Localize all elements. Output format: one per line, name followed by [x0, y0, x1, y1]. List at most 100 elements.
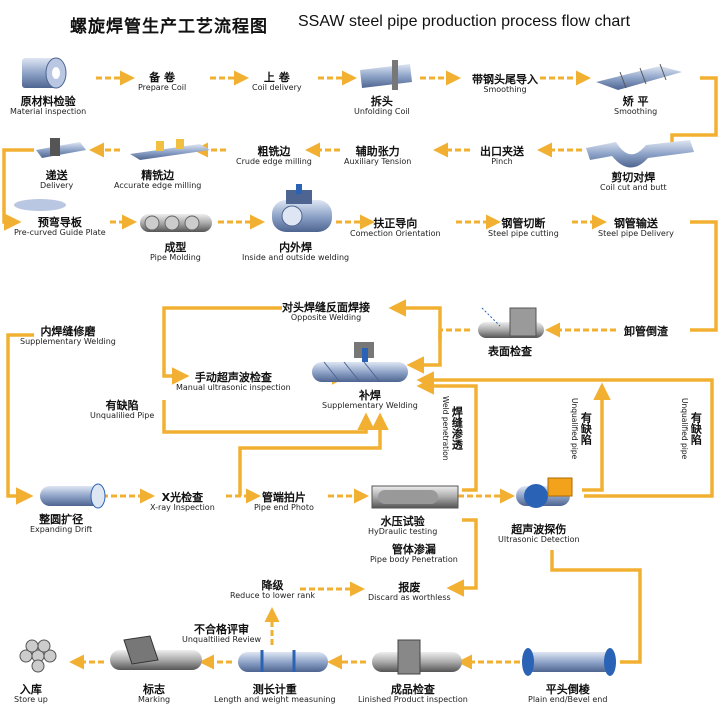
connector-defective2 [582, 382, 611, 492]
step-label-zh: 入库 [19, 683, 42, 696]
step-downgrade: 降级 Reduce to lower rank [230, 579, 315, 601]
step-label-zh: 原材料检验 [20, 95, 76, 108]
step-label-zh: 出口夹送 [480, 145, 524, 158]
step-label-zh: 补焊 [358, 389, 381, 402]
step-guide: 带钢头尾导入 Smoothing [472, 73, 538, 95]
step-label-zh: 整圆扩径 [39, 513, 84, 526]
step-label-en: Unqualtilied Review [182, 635, 262, 645]
step-label-en: Pipe body Penetration [370, 555, 458, 565]
step-label-zh: 带钢头尾导入 [472, 73, 538, 86]
supp-welding-icon [312, 342, 408, 383]
step-label-zh: 标志 [143, 683, 166, 696]
step-label-zh: 内焊缝修磨 [40, 325, 96, 338]
step-label-zh: 水压试验 [380, 515, 425, 528]
step-label-zh: 测长计重 [252, 683, 297, 696]
step-label-en: Steel pipe Delivery [598, 229, 674, 239]
final-inspection-icon [372, 639, 462, 675]
step-label-en: Ultrasonic Detection [498, 535, 580, 545]
step-label-en: Discard as worthless [368, 593, 451, 603]
step-guide-plate: 预弯导板 Pre-curved Guide Plate [14, 216, 106, 238]
unfolding-machine-icon [360, 60, 412, 90]
step-label-zh: 表面检查 [488, 345, 532, 358]
step-pinch: 出口夹送 Pinch [480, 145, 524, 167]
step-label-zh: 不合格评审 [194, 623, 250, 636]
step-defective1: 有缺陷 Unqualilied Pipe [90, 399, 155, 421]
step-unload: 卸管倒渣 [624, 325, 668, 338]
step-label-en: Opposite Welding [290, 313, 362, 323]
step-final-inspection: 成品检查 Linished Product inspection [358, 683, 468, 705]
step-aux-tension: 辅助张力 Auxiliary Tension [344, 145, 411, 167]
step-label-en: Steel pipe cutting [488, 229, 559, 239]
step-opposite-welding: 对头焊缝反面焊接 Opposite Welding [282, 301, 370, 323]
step-label-zh: 内外焊 [279, 241, 313, 254]
step-label-zh: 管端拍片 [261, 491, 306, 504]
step-marking: 标志 Marking [138, 683, 170, 705]
step-label-en: Supplementary Welding [20, 337, 116, 347]
connector-row2-row3 [2, 148, 34, 231]
bevel-machine-icon [522, 648, 616, 676]
step-label-en: Weld penetration [440, 396, 450, 461]
step-ultrasonic: 超声波探伤 Ultrasonic Detection [498, 523, 580, 545]
crude-milling-icon [130, 139, 210, 160]
step-label-en: Length and weight measuning [214, 695, 336, 705]
step-label-en: X-ray Inspection [150, 503, 215, 513]
step-label-zh: 预弯导板 [37, 216, 82, 229]
step-label-zh: 剪切对焊 [611, 171, 656, 184]
step-label-zh: 超声波探伤 [511, 523, 567, 536]
step-weld-penetration: Weld penetration 焊缝渗透 [440, 396, 464, 461]
step-label-en: Manual ultrasonic inspection [176, 383, 291, 393]
step-label-zh: 卸管倒渣 [624, 325, 668, 338]
chart-title-en: SSAW steel pipe production process flow … [298, 13, 631, 30]
step-end-photo: 管端拍片 Pipe end Photo [254, 491, 314, 513]
connector-to-manual [162, 306, 282, 385]
connector-to-expanding [6, 333, 34, 505]
step-warehouse: 入库 Store up [14, 683, 48, 705]
step-label-zh: 有缺陷 [689, 412, 703, 446]
step-label-zh: 上 卷 [263, 71, 290, 84]
step-label-en: Comection Orientation [350, 229, 441, 239]
step-label-en: Prepare Coil [138, 83, 187, 93]
step-unqualified-review: 不合格评审 Unqualtilied Review [182, 623, 262, 645]
step-delivery: 递送 Delivery [40, 169, 73, 191]
step-label-zh: 精铣边 [141, 169, 175, 182]
warehouse-pipes-icon [19, 639, 57, 673]
connector-to-supp [406, 330, 442, 374]
step-defective2: Unqualified pipe 有缺陷 [569, 398, 593, 460]
step-unfolding: 拆头 Unfolding Coil [354, 95, 410, 117]
step-expanding: 整圆扩径 Expanding Drift [30, 513, 92, 535]
step-accurate-milling: 精铣边 Accurate edge milling [114, 169, 202, 191]
connector-xray-supp [238, 412, 389, 496]
step-label-zh: 降级 [261, 579, 284, 592]
step-label-en: Unqualified pipe [679, 398, 689, 460]
surface-inspection-icon [478, 307, 544, 338]
step-cut-butt: 剪切对焊 Coil cut and butt [600, 171, 667, 193]
welding-machine-icon [272, 184, 332, 232]
cut-butt-machine-icon [586, 140, 694, 168]
step-label-en: Unqualilied Pipe [90, 411, 155, 421]
step-material-inspection: 原材料检验 Material inspection [10, 95, 86, 117]
step-label-en: Linished Product inspection [358, 695, 468, 705]
delivery-icon [36, 138, 86, 158]
step-label-en: Inside and outside welding [242, 253, 350, 263]
step-label-en: HyDraulic testing [368, 527, 438, 537]
step-label-en: Unfolding Coil [354, 107, 410, 117]
step-smoothing: 矫 平 Smoothing [614, 95, 658, 117]
step-label-en: Crude edge milling [236, 157, 312, 167]
step-label-zh: 焊缝渗透 [450, 406, 464, 451]
measuring-icon [238, 650, 328, 672]
step-label-en: Accurate edge milling [114, 181, 202, 191]
step-label-en: Unqualified pipe [569, 398, 579, 460]
connector-leakage-scrap [446, 518, 478, 597]
step-label-en: Smoothing [614, 107, 658, 117]
step-leakage: 管体渗漏 Pipe body Penetration [370, 543, 458, 565]
ultrasonic-detector-icon [516, 477, 573, 508]
step-orientation: 扶正导向 Comection Orientation [350, 217, 441, 239]
step-label-zh: 拆头 [370, 95, 393, 108]
step-scrap: 报废 Discard as worthless [368, 581, 451, 603]
step-label-en: Pipe end Photo [254, 503, 314, 513]
step-prepare-coil: 备 卷 Prepare Coil [138, 71, 187, 93]
step-label-en: Plain end/Bevel end [528, 695, 608, 705]
step-xray: X光检查 X-ray Inspection [150, 491, 215, 513]
step-molding: 成型 Pipe Molding [150, 241, 201, 263]
